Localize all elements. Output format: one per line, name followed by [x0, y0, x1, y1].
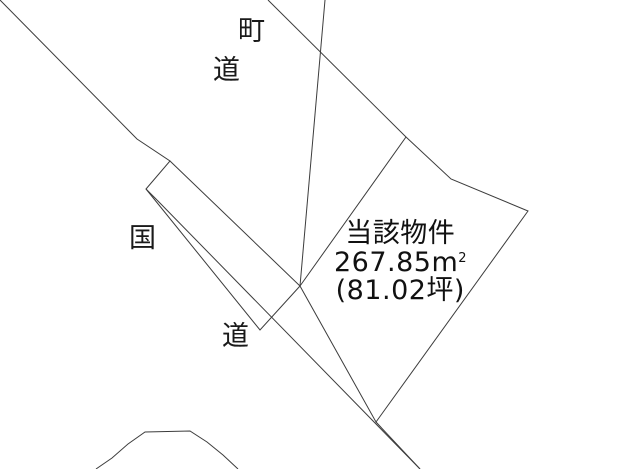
subject-parcel-title: 当該物件 [345, 218, 456, 249]
subject-parcel-area-tsubo: (81.02坪) [335, 275, 465, 307]
town-road-label-char1: 町 [238, 16, 265, 47]
building-outline-bottom-left [95, 430, 239, 469]
subject-parcel-area-number: 267.85 [334, 246, 432, 278]
subject-parcel-area-unit: m [431, 246, 459, 278]
neighbour-parcel-outline [145, 160, 301, 331]
subject-parcel-area: 267.85m2 [334, 246, 467, 278]
town-road-right-edge [267, 0, 407, 138]
subject-parcel-outline [299, 136, 529, 423]
subject-parcel-area-unit-exponent: 2 [458, 250, 467, 266]
national-road-lower-edge [156, 199, 421, 469]
national-road-label-char2: 道 [222, 321, 249, 352]
town-road-label-char2: 道 [213, 55, 240, 86]
subject-parcel-callout: 当該物件 267.85m2 (81.02坪) [334, 218, 467, 307]
national-road-label-char1: 国 [129, 223, 156, 254]
town-road-inner-edge [299, 0, 326, 287]
town-road-left-edge [0, 0, 171, 201]
road-continuation-south [375, 421, 421, 469]
